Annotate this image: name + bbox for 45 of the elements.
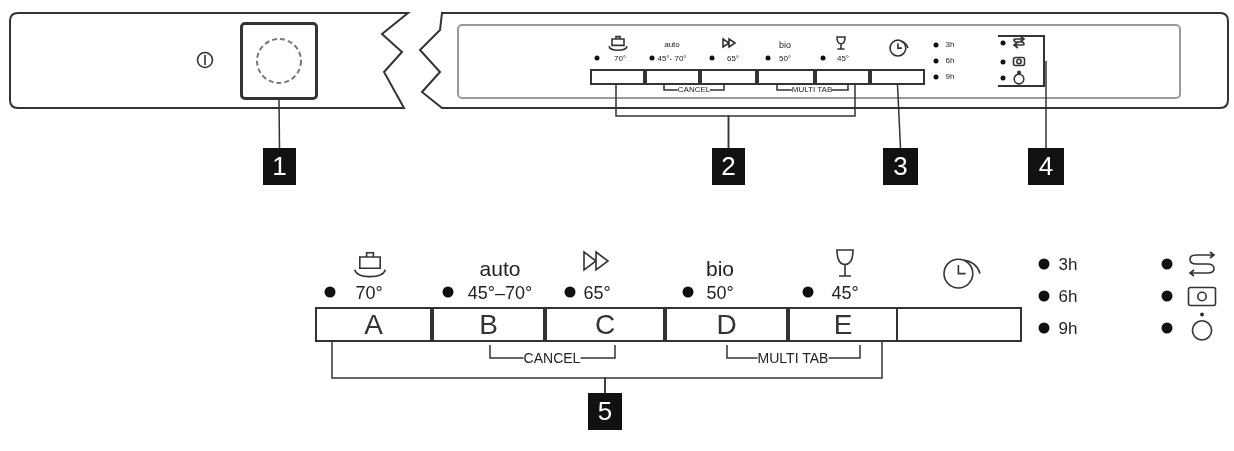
callout-number: 1 (263, 148, 296, 185)
panel-label: MULTI TAB (791, 86, 833, 94)
program-button: E (788, 307, 898, 342)
program-button (757, 69, 815, 85)
panel-label: 9h (945, 73, 955, 81)
panel-label: 6h (945, 57, 955, 65)
callout-number: 2 (712, 148, 745, 185)
panel-label: 70° (613, 55, 627, 63)
panel-label: CANCEL (677, 86, 711, 94)
program-button (700, 69, 757, 85)
panel-label: bio (779, 40, 791, 50)
timer-button (898, 307, 1022, 342)
program-button: C (545, 307, 665, 342)
program-button (590, 69, 645, 85)
program-button: D (665, 307, 788, 342)
leader-line (1045, 60, 1047, 149)
leader-line (896, 84, 902, 149)
panel-label: 9h (1058, 319, 1078, 337)
timer-button (870, 69, 925, 85)
panel-label: 45° (831, 284, 859, 302)
panel-label: auto (664, 41, 680, 49)
callout-number: 5 (588, 393, 622, 430)
leader-line (727, 84, 856, 149)
panel-label: 65° (583, 284, 611, 302)
panel-label: 50° (706, 284, 734, 302)
panel-label: 65° (726, 55, 740, 63)
panel-label: 50° (778, 55, 792, 63)
panel-label: CANCEL (523, 351, 581, 365)
program-button: A (315, 307, 432, 342)
program-button (815, 69, 870, 85)
callout-number: 3 (883, 148, 918, 185)
program-button (645, 69, 700, 85)
panel-label: 6h (1058, 287, 1078, 305)
panel-label: 3h (1058, 255, 1078, 273)
callout-number: 4 (1028, 148, 1064, 185)
panel-label: 45°–70° (467, 284, 533, 302)
panel-label: MULTI TAB (757, 351, 829, 365)
panel-label: 45° (836, 55, 850, 63)
leader-line (604, 341, 883, 394)
panel-label: 3h (945, 41, 955, 49)
switch-knob (240, 22, 318, 100)
program-button: B (432, 307, 545, 342)
leader-line (278, 99, 281, 149)
panel-label: 45°- 70° (657, 55, 687, 63)
panel-label: 70° (355, 284, 383, 302)
